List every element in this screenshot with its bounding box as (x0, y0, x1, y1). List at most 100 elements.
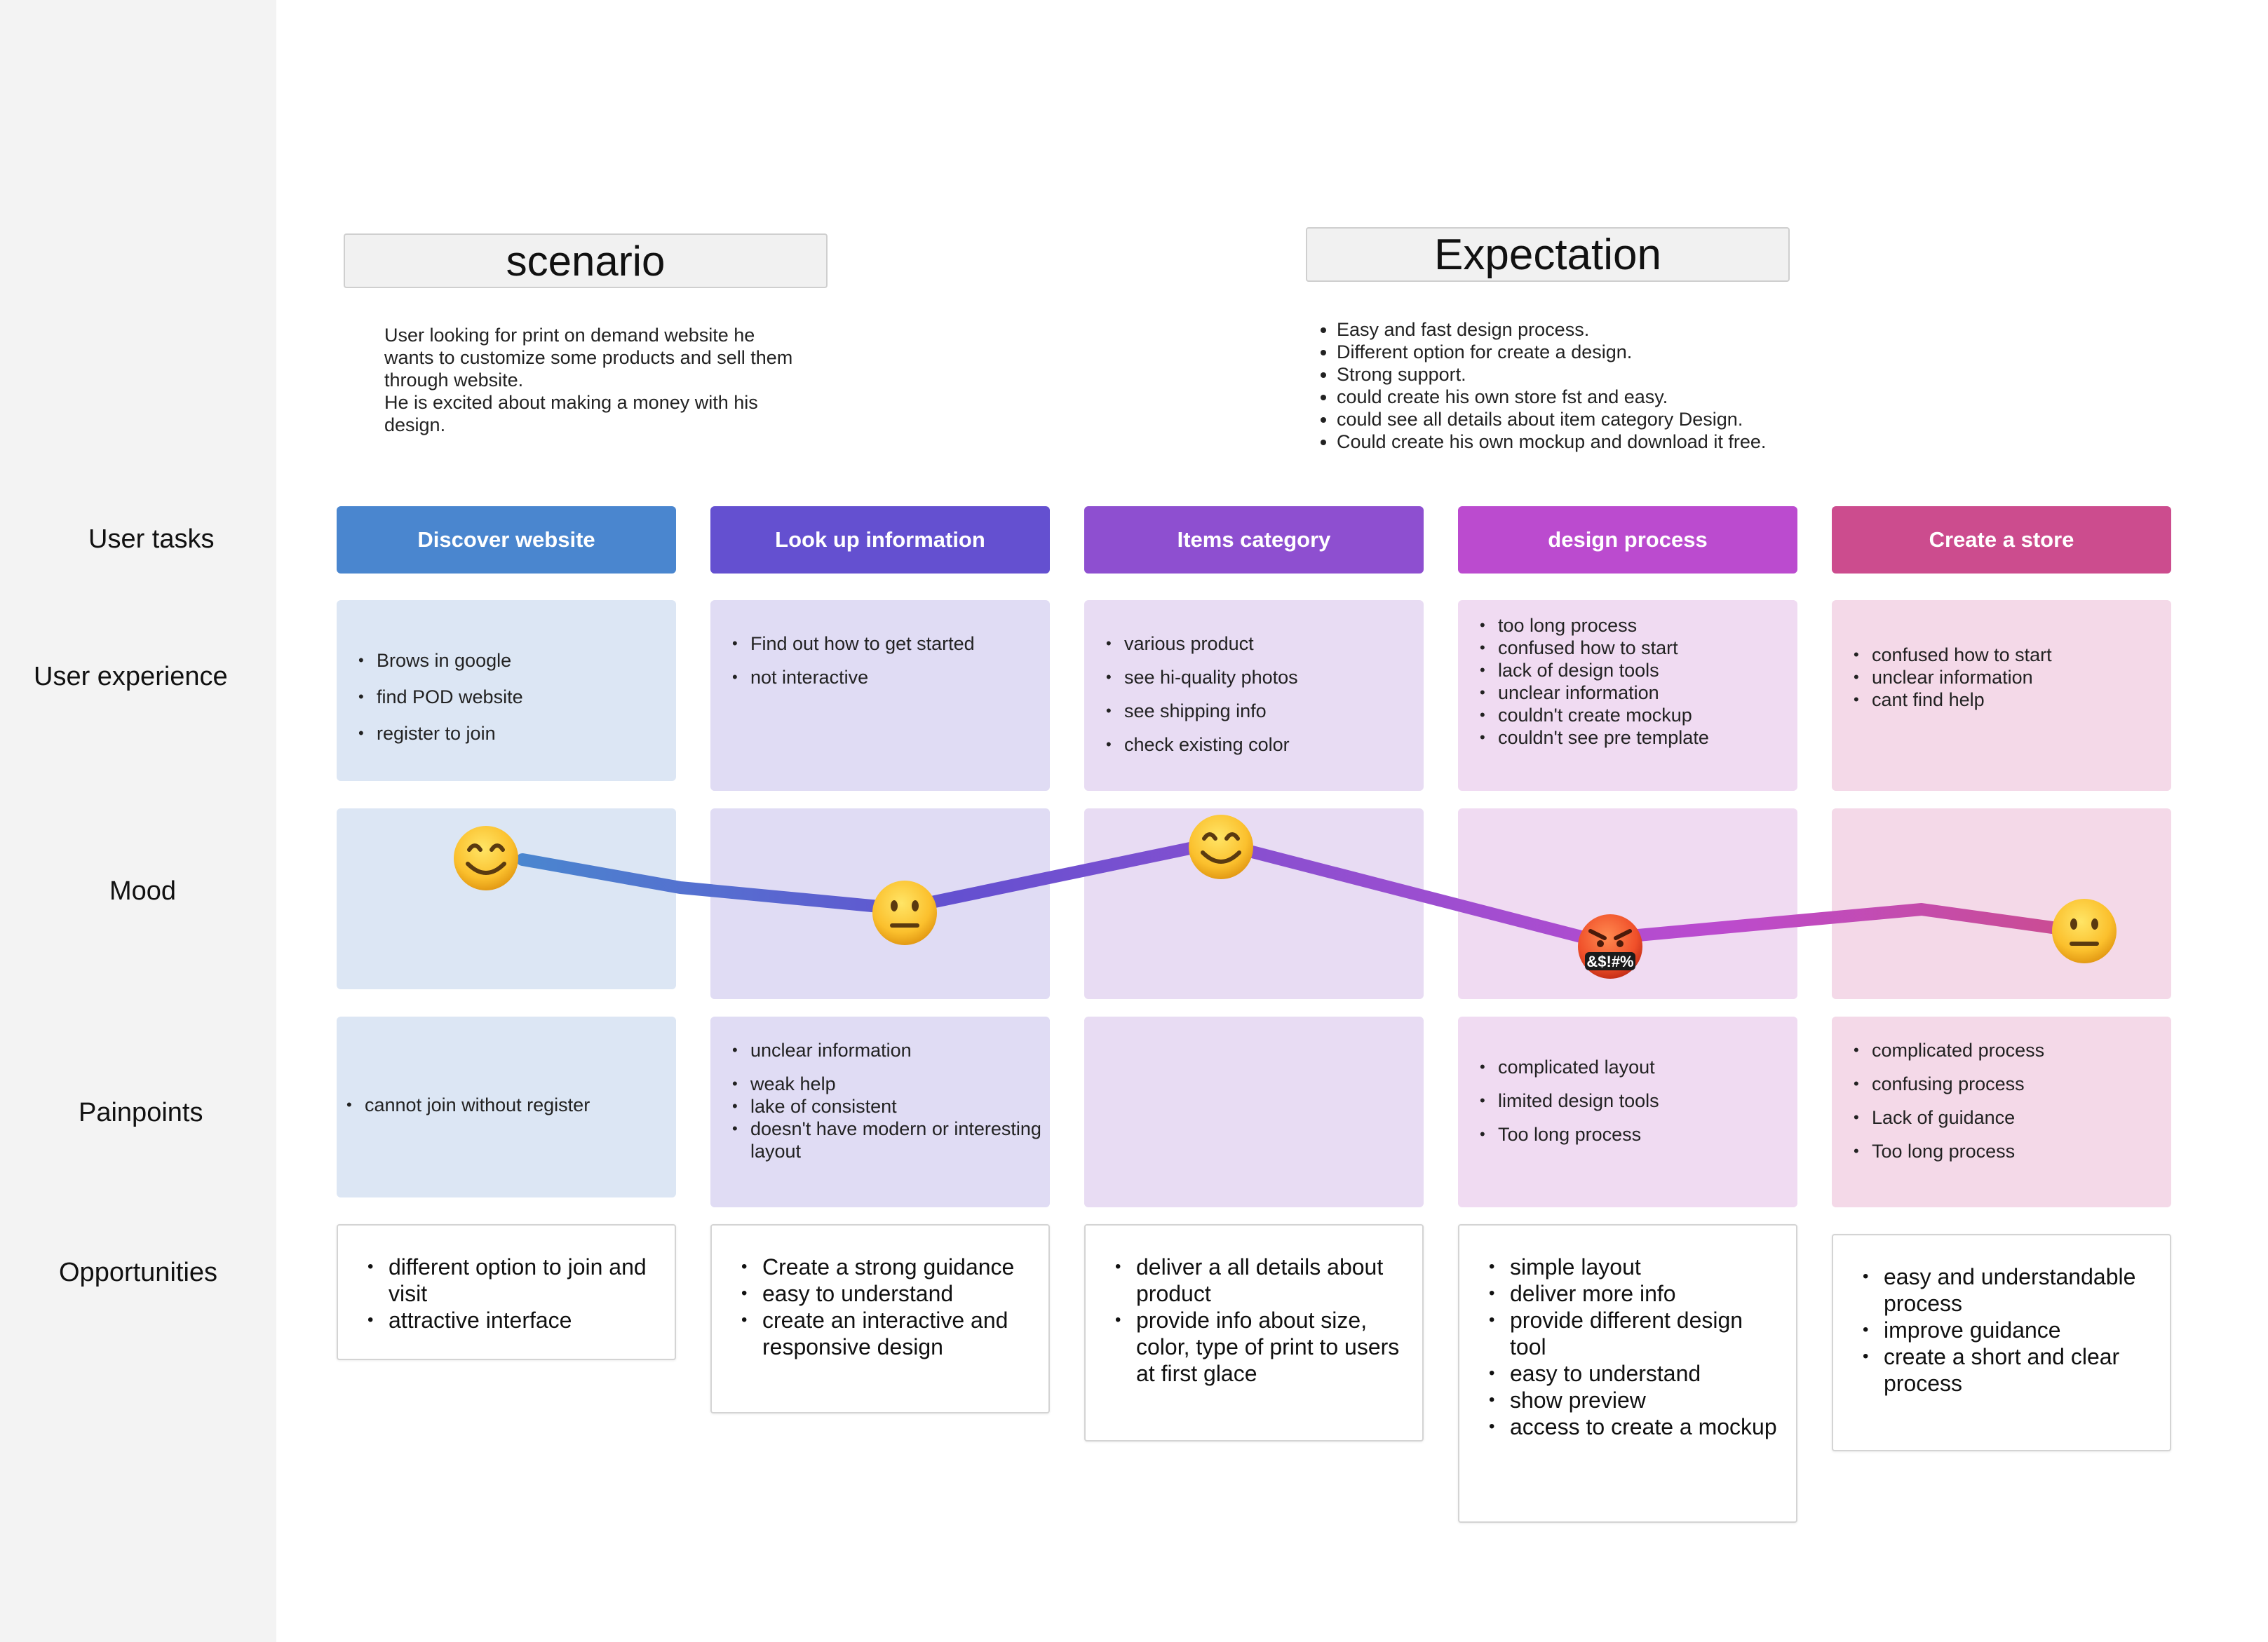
painpoint-item-list: complicated processconfusing processLack… (1832, 1033, 2171, 1168)
painpoint-item: Lack of guidance (1854, 1101, 2171, 1134)
painpoint-item-list: cannot join without register (337, 1087, 676, 1123)
opportunities-card: simple layoutdeliver more infoprovide di… (1458, 1224, 1797, 1523)
expectation-item: could create his own store fst and easy. (1337, 386, 1825, 408)
painpoints-card: unclear information weak helplake of cons… (710, 1017, 1050, 1207)
expectation-title: Expectation (1306, 227, 1790, 282)
painpoint-item: confusing process (1854, 1067, 2171, 1101)
experience-item-list: Find out how to get startednot interacti… (710, 627, 1050, 694)
task-header: Items category (1084, 506, 1424, 574)
painpoint-item: unclear information (732, 1039, 1050, 1061)
row-label-mood: Mood (109, 876, 177, 906)
painpoints-card: complicated processconfusing processLack… (1832, 1017, 2171, 1207)
painpoint-item: complicated layout (1480, 1050, 1797, 1084)
opportunity-item-list: different option to join and visitattrac… (338, 1254, 661, 1334)
experience-item: Find out how to get started (732, 627, 1050, 660)
painpoints-card: cannot join without register (337, 1017, 676, 1197)
experience-card: too long processconfused how to startlac… (1458, 600, 1797, 791)
opportunity-item: easy and understandable process (1863, 1263, 2156, 1317)
painpoint-item-list: unclear information weak helplake of cons… (710, 1039, 1050, 1162)
opportunity-item: Create a strong guidance (741, 1254, 1034, 1280)
opportunity-item: create a short and clear process (1863, 1343, 2156, 1397)
opportunity-item: access to create a mockup (1489, 1413, 1782, 1440)
opportunity-item: provide different design tool (1489, 1307, 1782, 1360)
row-label-opportunities: Opportunities (59, 1258, 218, 1287)
mood-card (1458, 808, 1797, 999)
row-label-user-experience: User experience (34, 662, 228, 691)
experience-item: confused how to start (1480, 637, 1797, 659)
experience-card: Find out how to get startednot interacti… (710, 600, 1050, 791)
row-label-painpoints: Painpoints (79, 1098, 203, 1127)
task-header: Discover website (337, 506, 676, 574)
expectation-item: could see all details about item categor… (1337, 408, 1825, 430)
opportunity-item: create an interactive and responsive des… (741, 1307, 1034, 1360)
scenario-line: design. (384, 414, 446, 435)
scenario-title: scenario (344, 233, 828, 288)
task-header: Create a store (1832, 506, 2171, 574)
experience-item: check existing color (1106, 728, 1424, 761)
painpoint-item: complicated process (1854, 1033, 2171, 1067)
experience-card: various productsee hi-quality photossee … (1084, 600, 1424, 791)
experience-item: not interactive (732, 660, 1050, 694)
experience-item: too long process (1480, 614, 1797, 637)
opportunity-item: provide info about size, color, type of … (1115, 1307, 1408, 1387)
opportunity-item: show preview (1489, 1387, 1782, 1413)
opportunities-card: deliver a all details about productprovi… (1084, 1224, 1424, 1441)
task-header: Look up information (710, 506, 1050, 574)
experience-item: various product (1106, 627, 1424, 660)
painpoint-item: Too long process (1854, 1134, 2171, 1168)
opportunity-item: attractive interface (367, 1307, 661, 1334)
experience-item: register to join (358, 715, 676, 752)
opportunity-item-list: Create a strong guidanceeasy to understa… (712, 1254, 1034, 1360)
opportunity-item: simple layout (1489, 1254, 1782, 1280)
painpoint-item: lake of consistent (732, 1095, 1050, 1118)
opportunities-card: Create a strong guidanceeasy to understa… (710, 1224, 1050, 1413)
row-label-user-tasks: User tasks (88, 524, 215, 554)
experience-item-list: too long processconfused how to startlac… (1458, 614, 1797, 749)
experience-card: confused how to startunclear information… (1832, 600, 2171, 791)
painpoint-item: weak help (732, 1073, 1050, 1095)
expectation-list: Easy and fast design process.Different o… (1320, 318, 1825, 453)
scenario-line: User looking for print on demand website… (384, 325, 755, 346)
opportunity-item: easy to understand (741, 1280, 1034, 1307)
painpoint-item: limited design tools (1480, 1084, 1797, 1118)
opportunity-item: easy to understand (1489, 1360, 1782, 1387)
experience-item: see hi-quality photos (1106, 660, 1424, 694)
experience-item: couldn't see pre template (1480, 726, 1797, 749)
expectation-item: Easy and fast design process. (1337, 318, 1825, 341)
painpoints-card (1084, 1017, 1424, 1207)
task-header: design process (1458, 506, 1797, 574)
opportunities-card: easy and understandable processimprove g… (1832, 1234, 2171, 1451)
mood-card (1084, 808, 1424, 999)
experience-item: couldn't create mockup (1480, 704, 1797, 726)
mood-card (710, 808, 1050, 999)
experience-item: see shipping info (1106, 694, 1424, 728)
opportunity-item: deliver a all details about product (1115, 1254, 1408, 1307)
scenario-line: wants to customize some products and sel… (384, 347, 793, 368)
scenario-line: through website. (384, 369, 524, 391)
experience-card: Brows in googlefind POD websiteregister … (337, 600, 676, 781)
experience-item: find POD website (358, 679, 676, 715)
experience-item-list: confused how to startunclear information… (1832, 644, 2171, 711)
opportunities-card: different option to join and visitattrac… (337, 1224, 676, 1360)
experience-item: lack of design tools (1480, 659, 1797, 681)
expectation-item: Different option for create a design. (1337, 341, 1825, 363)
opportunity-item-list: easy and understandable processimprove g… (1833, 1263, 2156, 1397)
sidebar-panel (0, 0, 276, 1642)
opportunity-item: different option to join and visit (367, 1254, 661, 1307)
opportunity-item-list: simple layoutdeliver more infoprovide di… (1459, 1254, 1782, 1440)
experience-item: unclear information (1480, 681, 1797, 704)
painpoint-item-list: complicated layoutlimited design toolsTo… (1458, 1050, 1797, 1151)
experience-item: confused how to start (1854, 644, 2171, 666)
experience-item-list: various productsee hi-quality photossee … (1084, 627, 1424, 761)
experience-item-list: Brows in googlefind POD websiteregister … (337, 642, 676, 752)
expectation-item: Could create his own mockup and download… (1337, 430, 1825, 453)
opportunity-item-list: deliver a all details about productprovi… (1086, 1254, 1408, 1387)
experience-item: unclear information (1854, 666, 2171, 688)
painpoints-card: complicated layoutlimited design toolsTo… (1458, 1017, 1797, 1207)
expectation-item: Strong support. (1337, 363, 1825, 386)
scenario-text: User looking for print on demand website… (384, 324, 847, 436)
opportunity-item: improve guidance (1863, 1317, 2156, 1343)
mood-card (337, 808, 676, 989)
opportunity-item: deliver more info (1489, 1280, 1782, 1307)
experience-item: cant find help (1854, 688, 2171, 711)
